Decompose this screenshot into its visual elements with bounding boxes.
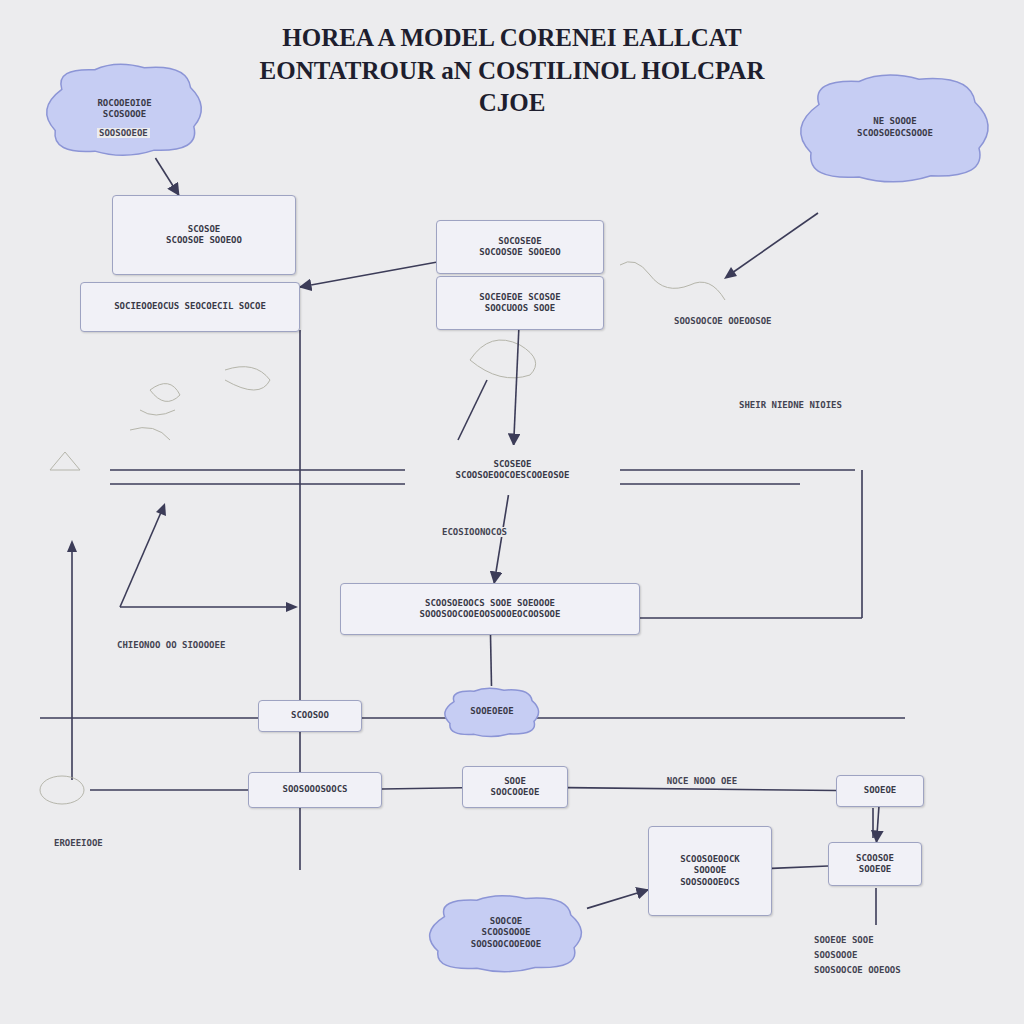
note-label: SHEIR NIEDNE NIOIES xyxy=(737,400,844,410)
node-text: SCOOSOEOCSOOOE xyxy=(857,128,933,139)
note-label: SOOSOOOE xyxy=(812,950,859,960)
node-text: SOOEOE xyxy=(864,785,897,796)
node-text: SOCOSEOE xyxy=(498,236,541,247)
flow-line xyxy=(110,483,405,485)
note-label: SOOSOOCOE OOEOOSOE xyxy=(672,316,774,326)
node-text: SCOOSOE SOOEOO xyxy=(166,235,242,246)
process-box: SCOOSOEOOCKSOOOOESOOSOOOEOCS xyxy=(648,826,772,916)
connector xyxy=(300,262,436,287)
cloud-node: SOOCOESCOOSOOOESOOSOOCOOEOOE xyxy=(425,892,587,974)
node-text: SOOCOOEOE xyxy=(491,787,540,798)
flow-line xyxy=(732,213,818,273)
flow-line xyxy=(620,483,800,485)
node-text: SCOOSOOOE xyxy=(482,927,531,938)
process-box: SOCIEOOEOCUS SEOCOECIL SOCOE xyxy=(80,282,300,332)
flow-line xyxy=(458,380,487,440)
process-box: SCOOSOO xyxy=(258,700,362,732)
flow-line xyxy=(120,510,162,607)
connector xyxy=(772,866,828,868)
note-label: SOOSOOCOE OOEOOS xyxy=(812,965,903,975)
sketch-mark xyxy=(130,384,180,440)
node-text: SOCOOSOE SOOEOO xyxy=(479,247,560,258)
node-text: SOOSOOCOOEOOE xyxy=(471,939,541,950)
diagram-title: HOREA A MODEL CORENEI EALLCAT EONTATROUR… xyxy=(232,22,792,120)
sketch-mark xyxy=(225,367,270,390)
note-label: ECOSIOONOCOS xyxy=(440,527,509,537)
process-box: SOOSOOOSOOCS xyxy=(248,772,382,808)
flow-line xyxy=(872,808,874,838)
node-text: ROCOOEOIOE xyxy=(97,98,151,109)
connector xyxy=(877,807,879,842)
process-box: SCOOSOESOOEOE xyxy=(828,842,922,886)
node-text: SOOE xyxy=(504,776,526,787)
node-text: SOCIEOOEOCUS SEOCOECIL SOCOE xyxy=(114,301,266,312)
connector xyxy=(568,788,836,791)
note-label: SOOSOOEOE xyxy=(97,128,150,138)
flow-line xyxy=(620,469,855,471)
node-text: SCOSOOOE xyxy=(103,109,146,120)
process-box: SCOOSOEOOCS SOOE SOEOOOESOOOSOOCOOEOOSOO… xyxy=(340,583,640,635)
node-text: SOOCOE xyxy=(490,916,523,927)
sketch-mark xyxy=(620,262,725,300)
edge-label: NOCE NOOO OEE xyxy=(665,776,739,786)
flow-line xyxy=(90,789,250,791)
cloud-node: SOOEOEOE xyxy=(442,686,542,738)
node-text: NE SOOOE xyxy=(873,116,916,127)
sketch-mark xyxy=(470,340,536,378)
node-text: SCOOSOE xyxy=(856,853,894,864)
node-text: SCOOSOEOOCOESCOOEOSOE xyxy=(456,470,570,481)
sketch-mark xyxy=(40,776,84,804)
node-text: SOOEOE xyxy=(859,864,892,875)
flow-line xyxy=(71,548,73,780)
node-text: SCOSOE xyxy=(188,224,221,235)
note-label: CHIEONOO OO SIOOOOEE xyxy=(115,640,227,650)
node-text: SCOOSOEOOCK xyxy=(680,854,740,865)
node-text: SOCEOEOE SCOSOE xyxy=(479,292,560,303)
node-text: SOOOOE xyxy=(694,865,727,876)
node-text: SOOSOOOSOOCS xyxy=(282,784,347,795)
connector xyxy=(490,635,493,686)
flow-line xyxy=(120,606,288,608)
node-text: SOOCUOOS SOOE xyxy=(485,303,555,314)
flow-line xyxy=(110,469,405,471)
node-text: SCOOSOO xyxy=(291,710,329,721)
connector xyxy=(494,495,508,583)
process-box: SCOSOESCOOSOE SOOEOO xyxy=(112,195,296,275)
flow-line xyxy=(861,470,863,618)
flow-line xyxy=(640,617,862,619)
node-text: SOOOSOOCOOEOOSOOOEOCOOSOOE xyxy=(420,609,561,620)
process-box: SOCEOEOE SCOSOESOOCUOOS SOOE xyxy=(436,276,604,330)
note-label: SOOEOE SOOE xyxy=(812,935,876,945)
process-box: SOOESOOCOOEOE xyxy=(462,766,568,808)
process-box: SOCOSEOESOCOOSOE SOOEOO xyxy=(436,220,604,274)
node-text: SCOOSOEOOCS SOOE SOEOOOE xyxy=(425,598,555,609)
connector xyxy=(514,330,519,445)
connector xyxy=(587,890,648,909)
connector xyxy=(155,158,178,195)
flow-line xyxy=(875,888,877,925)
cloud-node: NE SOOOESCOOSOEOCSOOOE xyxy=(795,70,995,185)
node-text: SOOEOEOE xyxy=(470,706,513,717)
sketch-mark xyxy=(50,452,80,470)
connector xyxy=(382,788,462,789)
node-text: SCOSEOE xyxy=(494,459,532,470)
note-label: EROEEIOOE xyxy=(52,838,105,848)
node-text: SOOSOOOEOCS xyxy=(680,877,740,888)
process-box: SOOEOE xyxy=(836,775,924,807)
cloud-node: ROCOOEOIOESCOSOOOE xyxy=(42,60,207,158)
band-node: SCOSEOESCOOSOEOOCOESCOOEOSOE xyxy=(405,445,620,495)
